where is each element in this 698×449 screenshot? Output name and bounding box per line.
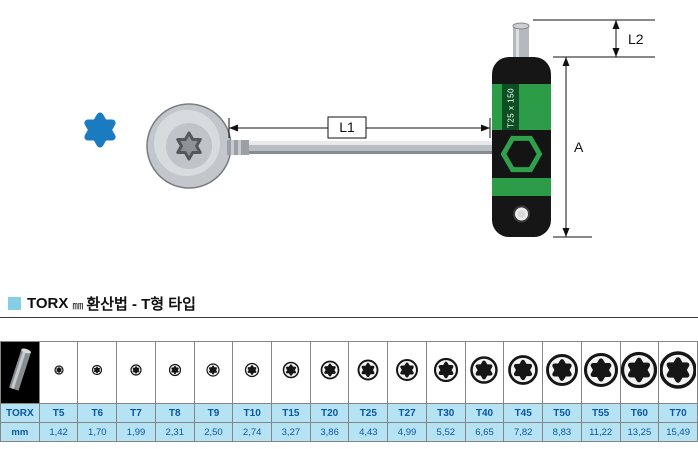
torx-star-icon <box>84 112 116 148</box>
torx-profile-cell-T7 <box>116 341 156 404</box>
torx-mm-cell-T7: 1,99 <box>116 422 156 442</box>
torx-profile-icon-T25 <box>357 359 379 381</box>
torx-mm-cell-T5: 1,42 <box>38 422 79 442</box>
torx-profile-icon-T30 <box>433 357 458 383</box>
torx-mm-cell-T10: 2,74 <box>232 422 273 442</box>
dimension-l2: L2 <box>533 19 655 58</box>
handle-print-label: T25 x 150 <box>507 88 516 128</box>
torx-profile-cell-T60 <box>619 341 660 404</box>
torx-size-cell-T40: T40 <box>464 403 505 423</box>
torx-profile-cell-T25 <box>348 341 389 404</box>
torx-profile-icon-T60 <box>621 351 658 389</box>
product-diagram: T25 x 150 L1 L2 <box>84 19 655 238</box>
header-title: 환산법 - T형 타입 <box>86 296 196 313</box>
torx-mm-cell-T15: 3,27 <box>271 422 311 442</box>
torx-size-cell-T70: T70 <box>658 403 698 423</box>
torx-profile-cell-T40 <box>464 341 505 404</box>
driver-shaft <box>227 140 493 155</box>
torx-mm-cell-T60: 13,25 <box>619 422 660 442</box>
torx-profile-cell-T10 <box>232 341 273 404</box>
torx-profile-icon-T7 <box>130 364 142 376</box>
header-brand: TORX <box>27 295 69 312</box>
torx-size-cell-T6: T6 <box>77 403 118 423</box>
torx-mm-cell-T25: 4,43 <box>348 422 389 442</box>
torx-size-cell-T20: T20 <box>309 403 350 423</box>
dim-a-label: A <box>574 139 584 155</box>
torx-profile-icon-T10 <box>245 362 260 378</box>
torx-profile-icon-T6 <box>92 364 103 376</box>
torx-size-cell-T15: T15 <box>271 403 311 423</box>
torx-profile-cell-T55 <box>580 341 621 404</box>
torx-size-cell-T5: T5 <box>38 403 79 423</box>
torx-profile-icon-T50 <box>545 354 578 386</box>
torx-mm-cell-T8: 2,31 <box>154 422 195 442</box>
torx-profile-cell-T45 <box>503 341 544 404</box>
torx-mm-cell-T9: 2,50 <box>193 422 234 442</box>
torx-mm-cell-T70: 15,49 <box>658 422 698 442</box>
torx-size-cell-T10: T10 <box>232 403 273 423</box>
bit-tip-star <box>176 131 202 161</box>
square-bullet-icon <box>8 297 21 310</box>
torx-profile-icon-T8 <box>168 363 181 377</box>
torx-mm-cell-T40: 6,65 <box>464 422 505 442</box>
torx-profile-cell-T6 <box>77 341 118 404</box>
section-header: TORX ㎜ 환산법 - T형 타입 <box>0 290 698 318</box>
torx-profile-cell-T15 <box>271 341 311 404</box>
header-unit: ㎜ <box>72 299 84 312</box>
torx-profile-cell-T5 <box>38 341 79 404</box>
torx-profile-icon-T5 <box>53 365 64 375</box>
torx-size-cell-T45: T45 <box>503 403 544 423</box>
t-handle: T25 x 150 <box>492 57 551 237</box>
size-row-label: TORX <box>0 403 40 423</box>
torx-profile-icon-T40 <box>470 356 499 384</box>
torx-profile-cell-T9 <box>193 341 234 404</box>
dimension-l1: L1 <box>228 116 491 139</box>
torx-size-cell-T7: T7 <box>116 403 156 423</box>
torx-profile-icon-T15 <box>282 361 300 379</box>
torx-profile-cell-T30 <box>425 341 466 404</box>
torx-size-cell-T8: T8 <box>154 403 195 423</box>
handle-hexagon <box>500 135 543 173</box>
torx-profile-cell-T27 <box>387 341 427 404</box>
torx-profile-icon-T55 <box>583 352 618 388</box>
torx-size-cell-T30: T30 <box>425 403 466 423</box>
torx-mm-cell-T20: 3,86 <box>309 422 350 442</box>
torx-profile-cell-T70 <box>658 341 698 404</box>
torx-icon-row <box>0 341 698 404</box>
torx-mm-cell-T27: 4,99 <box>387 422 427 442</box>
torx-size-cell-T27: T27 <box>387 403 427 423</box>
torx-profile-icon-T9 <box>206 363 221 377</box>
torx-size-cell-T25: T25 <box>348 403 389 423</box>
torx-size-cell-T9: T9 <box>193 403 234 423</box>
torx-mm-cell-T30: 5,52 <box>425 422 466 442</box>
torx-mm-cell-T50: 8,83 <box>542 422 582 442</box>
bit-tip-photo <box>146 103 232 189</box>
torx-profile-icon-T45 <box>508 355 539 385</box>
torx-bit-photo <box>8 348 31 391</box>
torx-mm-cell-T6: 1,70 <box>77 422 118 442</box>
torx-profile-cell-T8 <box>154 341 195 404</box>
torx-mm-cell-T55: 11,22 <box>580 422 621 442</box>
torx-profile-cell-T50 <box>542 341 582 404</box>
torx-profile-icon-T27 <box>396 359 419 381</box>
mm-row-label: mm <box>0 422 40 442</box>
dim-l2-label: L2 <box>628 31 644 47</box>
dim-l1-label: L1 <box>339 119 355 135</box>
torx-profile-icon-T70 <box>659 351 697 389</box>
torx-mm-cell-T45: 7,82 <box>503 422 544 442</box>
torx-bit-photo-cell <box>0 341 40 404</box>
dimension-a: A <box>553 57 592 238</box>
torx-size-cell-T60: T60 <box>619 403 660 423</box>
driver-short-end <box>512 22 530 59</box>
torx-size-cell-T55: T55 <box>580 403 621 423</box>
torx-profile-cell-T20 <box>309 341 350 404</box>
torx-size-cell-T50: T50 <box>542 403 582 423</box>
torx-profile-icon-T20 <box>320 360 339 380</box>
